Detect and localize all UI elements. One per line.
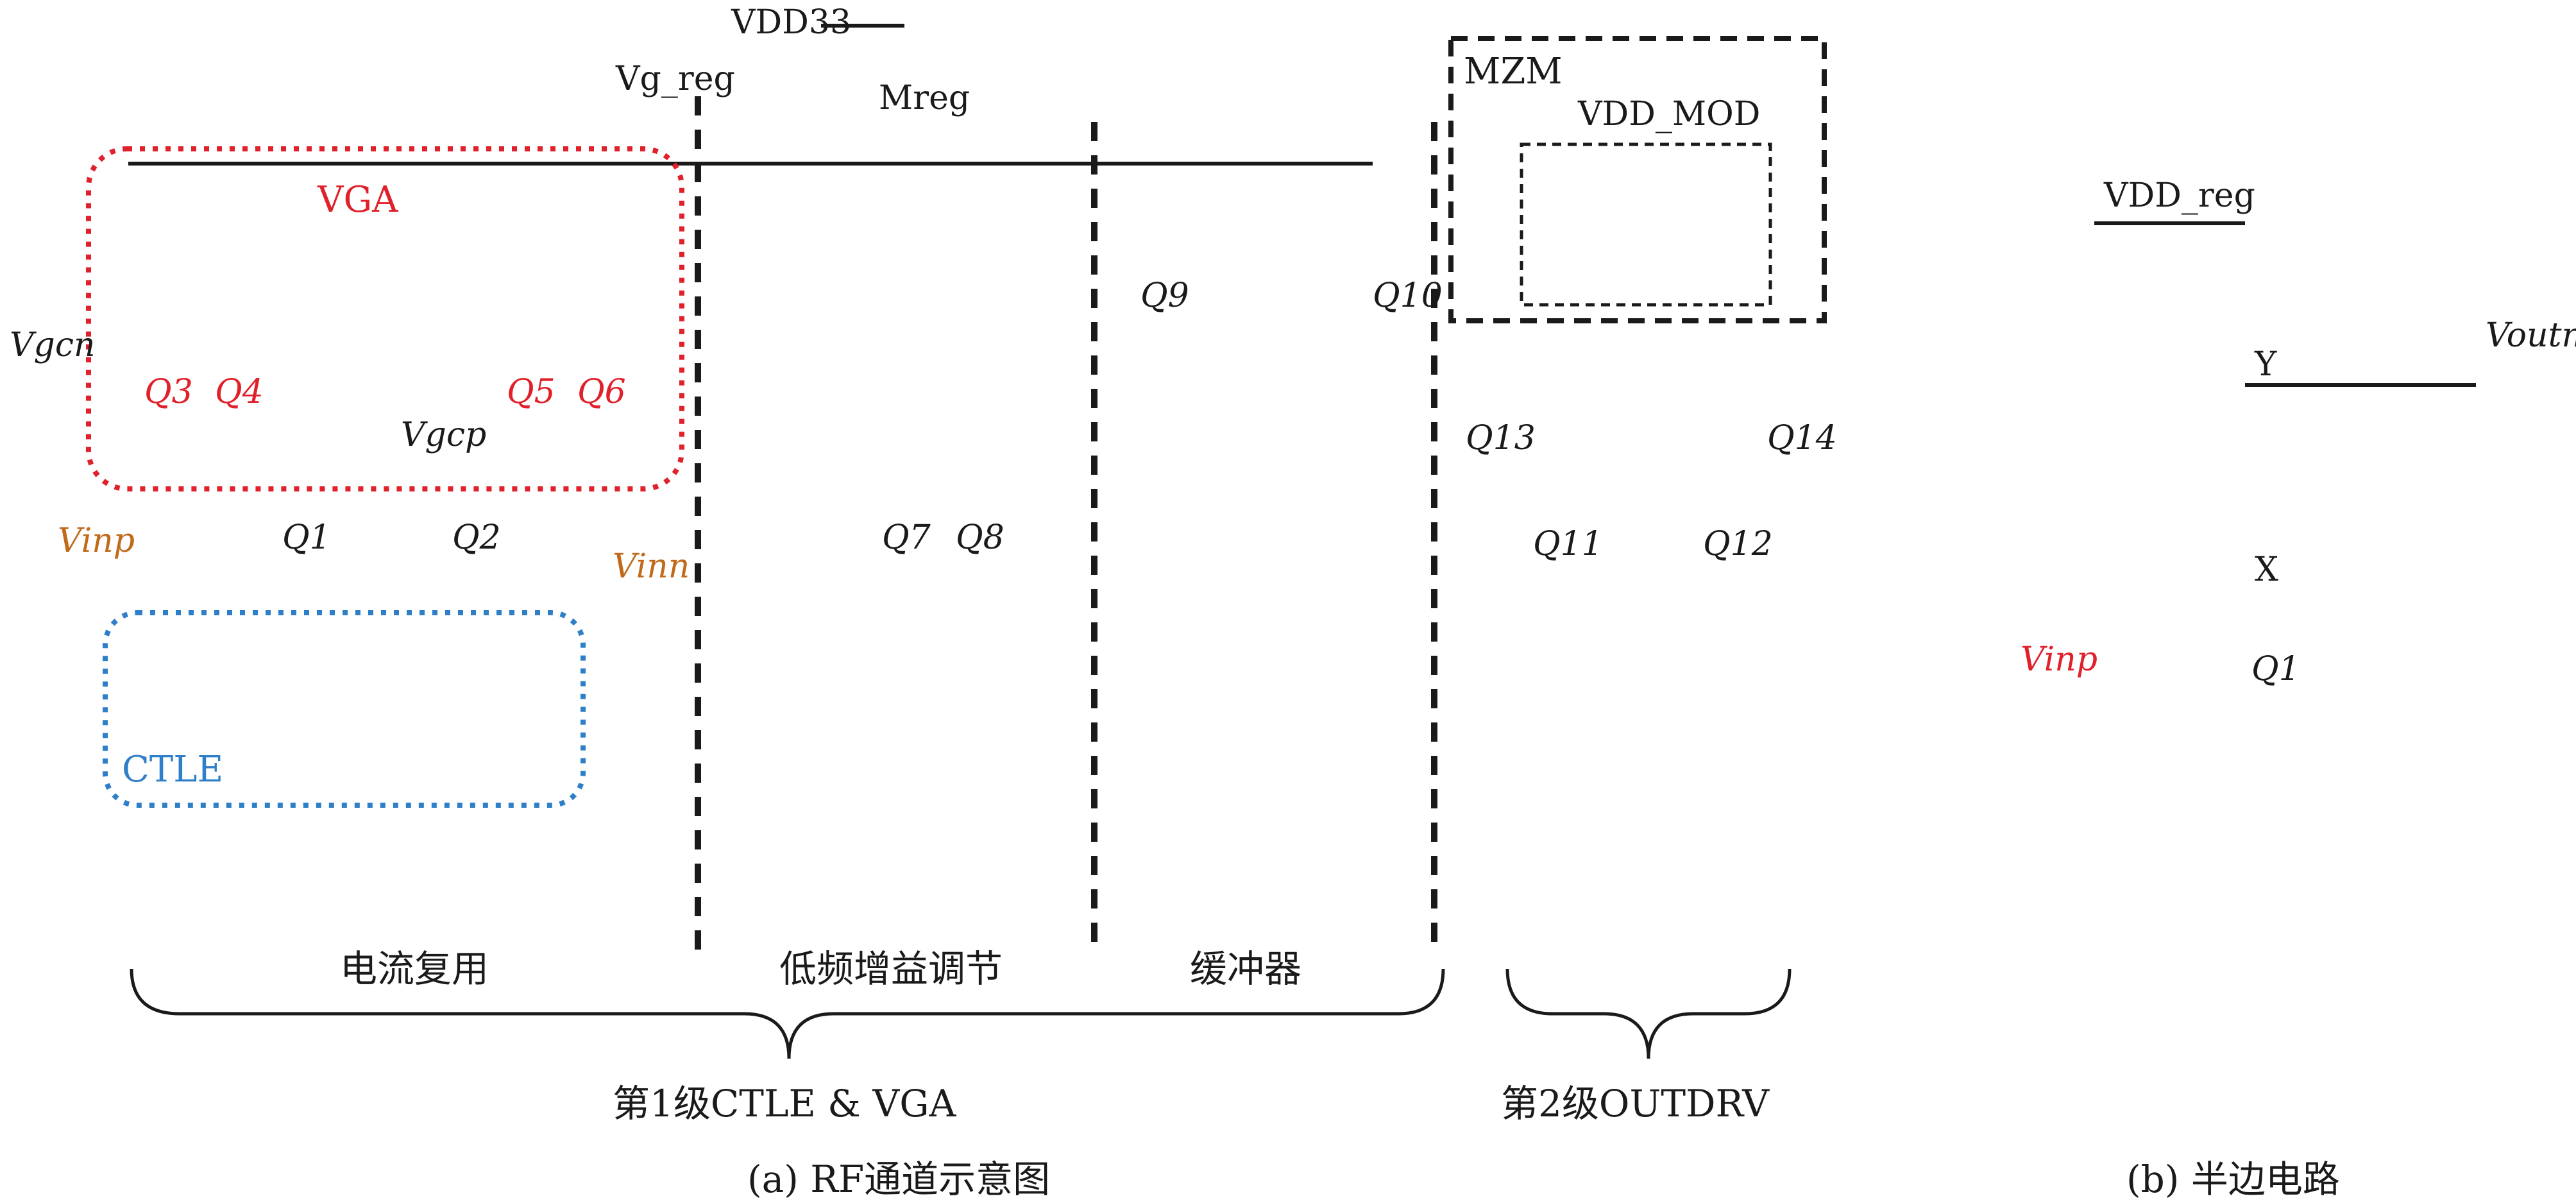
x-node-label: X <box>2255 550 2278 589</box>
ctle-block-label: CTLE <box>122 749 223 790</box>
mzm-supply-label: VDD_MOD <box>1577 95 1761 133</box>
mzm-inner-box <box>1520 142 1772 307</box>
q7-label: Q7 <box>882 518 931 557</box>
ctle-box <box>103 610 586 808</box>
stage-buffer: 缓冲器 <box>1190 947 1301 991</box>
q2-label: Q2 <box>452 518 501 557</box>
vout-label: Voutn1 <box>2486 316 2576 355</box>
caption-b: (b) 半边电路 <box>2126 1157 2340 1201</box>
q8-label: Q8 <box>956 518 1004 557</box>
captions: (a) RF通道示意图 (b) 半边电路 <box>747 1157 2340 1201</box>
q10-label: Q10 <box>1373 277 1443 315</box>
vgcn-label: Vgcn <box>10 326 95 364</box>
vdd-reg-label: VDD_reg <box>2103 176 2255 215</box>
caption-a: (a) RF通道示意图 <box>747 1157 1050 1201</box>
vga-box <box>86 146 684 491</box>
panel-b: VDD_reg Y X Voutn1 Vinp Q1 <box>2021 176 2576 688</box>
vinp-label: Vinp <box>58 522 135 560</box>
vga-block-label: VGA <box>317 179 398 221</box>
q9-label: Q9 <box>1140 277 1189 315</box>
mreg-label: Mreg <box>879 79 970 117</box>
supply-label-vdd33: VDD33 <box>731 3 851 42</box>
vinp-label-b: Vinp <box>2021 640 2097 679</box>
brace-stage2 <box>1505 968 1792 1059</box>
q5-label: Q5 <box>507 373 555 411</box>
q12-label: Q12 <box>1703 525 1773 563</box>
q4-label: Q4 <box>215 373 264 411</box>
mzm-box <box>1448 36 1827 323</box>
q1-label-b: Q1 <box>2251 650 2300 688</box>
q1-label: Q1 <box>282 518 331 557</box>
stage2-group-label: 第2级OUTDRV <box>1501 1082 1770 1125</box>
q6-label: Q6 <box>577 373 626 411</box>
brace-stage1 <box>130 968 1445 1059</box>
q14-label: Q14 <box>1767 419 1837 457</box>
panel-a: VDD33 Vg_reg Mreg VGA CTLE MZM VDD_MOD V… <box>10 3 1837 1125</box>
q11-label: Q11 <box>1533 525 1603 563</box>
stage-lf-gain: 低频增益调节 <box>779 947 1003 991</box>
y-node-label: Y <box>2254 345 2277 384</box>
vgcp-label: Vgcp <box>401 416 486 454</box>
stage-current-reuse: 电流复用 <box>340 947 489 991</box>
q3-label: Q3 <box>144 373 193 411</box>
vinn-label: Vinn <box>613 547 690 586</box>
stage1-group-label: 第1级CTLE & VGA <box>613 1082 957 1125</box>
mzm-block-label: MZM <box>1464 51 1563 92</box>
gate-reg-label: Vg_reg <box>615 60 735 98</box>
q13-label: Q13 <box>1466 419 1536 457</box>
